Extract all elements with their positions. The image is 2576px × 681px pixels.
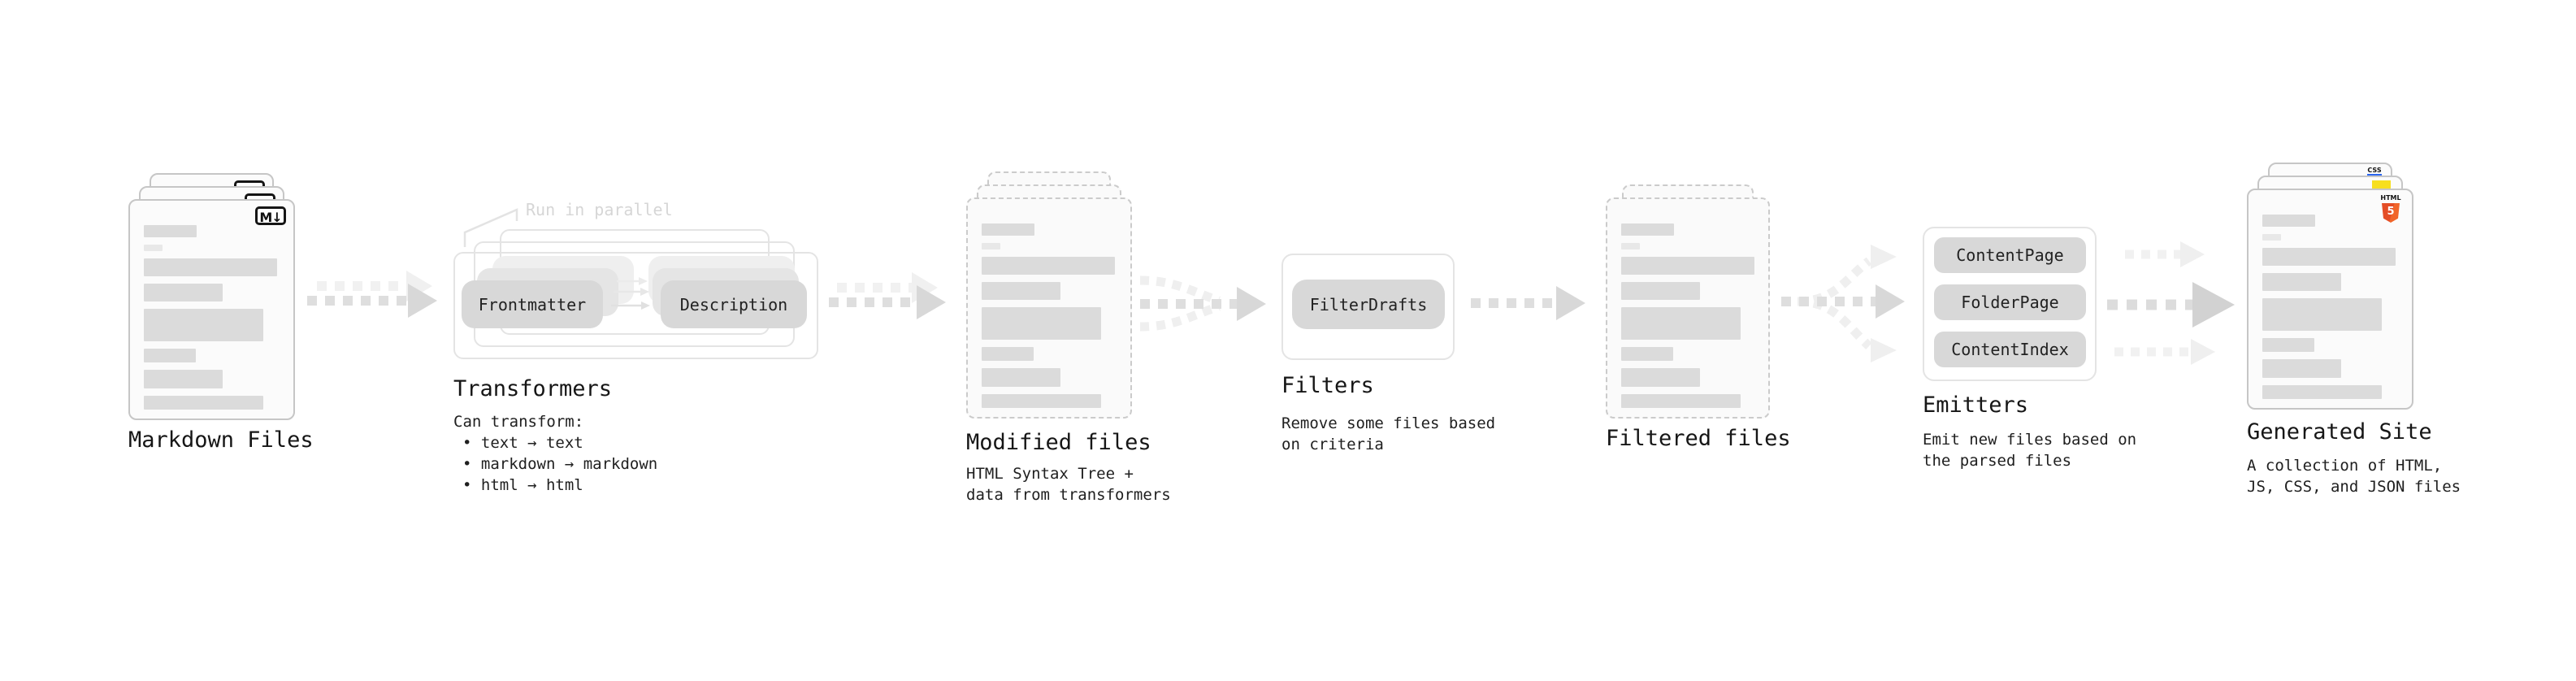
- html5-icon: HTML 5: [2380, 195, 2401, 223]
- html5-icon-label: HTML: [2380, 194, 2401, 202]
- arrow-filtered-to-emitters: [1781, 245, 1905, 362]
- doc-line: [144, 245, 163, 251]
- arrow-modified-to-filters: [1139, 275, 1266, 332]
- stage-title-filters: Filters: [1281, 373, 1374, 398]
- stage-title-filtered-files: Filtered files: [1606, 426, 1791, 451]
- doc-line: [1621, 223, 1674, 236]
- transformers-desc: Can transform:: [453, 413, 584, 431]
- stage-title-modified-files: Modified files: [966, 430, 1151, 455]
- doc-line: [1621, 368, 1700, 387]
- doc-line: [2262, 215, 2315, 227]
- stage-title-generated-site: Generated Site: [2247, 419, 2432, 445]
- doc-line: [144, 349, 196, 362]
- frontmatter-pill: Frontmatter: [462, 280, 603, 328]
- doc-line: [1621, 347, 1673, 361]
- emitters-desc: Emit new files based on the parsed files: [1923, 431, 2137, 470]
- markdown-icon: M↓: [255, 206, 286, 225]
- doc-line: [2262, 273, 2341, 291]
- doc-line: [982, 368, 1060, 387]
- modified-doc-front: [966, 197, 1132, 419]
- doc-skeleton: [1621, 223, 1754, 415]
- description-pill: Description: [661, 280, 807, 328]
- doc-line: [1621, 257, 1754, 275]
- transformers-bullet: • markdown → markdown: [462, 455, 658, 473]
- transformers-bullet: • html → html: [462, 476, 583, 494]
- doc-line: [144, 396, 263, 410]
- doc-line: [982, 282, 1060, 300]
- stage-title-transformers: Transformers: [453, 376, 613, 401]
- contentindex-pill: ContentIndex: [1934, 332, 2086, 367]
- stage-title-emitters: Emitters: [1923, 393, 2029, 418]
- css-icon: CSS: [2367, 167, 2382, 176]
- doc-line: [2262, 248, 2396, 266]
- doc-line: [982, 223, 1034, 236]
- doc-line: [144, 225, 197, 237]
- doc-line: [144, 258, 277, 276]
- transformers-bullet: • text → text: [462, 434, 583, 452]
- generated-site-desc: A collection of HTML, JS, CSS, and JSON …: [2247, 457, 2461, 496]
- doc-line: [982, 257, 1115, 275]
- filters-desc: Remove some files based on criteria: [1281, 414, 1496, 453]
- arrow-emitters-to-generated: [2107, 241, 2235, 365]
- filterdrafts-pill: FilterDrafts: [1292, 280, 1445, 329]
- doc-line: [982, 307, 1101, 340]
- doc-line: [2262, 234, 2281, 241]
- doc-line: [1621, 282, 1700, 300]
- doc-line: [2262, 298, 2382, 331]
- folderpage-pill: FolderPage: [1934, 284, 2086, 320]
- doc-line: [982, 347, 1034, 361]
- run-in-parallel-label: Run in parallel: [526, 200, 673, 219]
- doc-line: [2262, 338, 2314, 352]
- doc-line: [2262, 385, 2382, 399]
- doc-line: [144, 284, 223, 301]
- filtered-doc-front: [1606, 197, 1770, 419]
- doc-line: [1621, 243, 1640, 249]
- stage-title-markdown-files: Markdown Files: [128, 427, 314, 453]
- doc-line: [144, 309, 263, 341]
- css-icon-underline: [2367, 174, 2382, 176]
- transformer-box-front: [453, 252, 818, 359]
- doc-skeleton: [2262, 215, 2396, 406]
- html5-shield: 5: [2382, 203, 2400, 223]
- arrow-transformers-to-modified: [829, 272, 946, 319]
- doc-line: [1621, 394, 1741, 408]
- doc-line: [982, 394, 1101, 408]
- markdown-doc-front: M↓: [128, 199, 295, 420]
- modified-files-desc: HTML Syntax Tree + data from transformer…: [966, 465, 1171, 504]
- arrow-filters-to-filtered: [1471, 286, 1585, 320]
- doc-line: [2262, 359, 2341, 378]
- generated-doc-html: HTML 5: [2247, 189, 2413, 410]
- doc-line: [982, 243, 1000, 249]
- doc-skeleton: [144, 225, 277, 417]
- doc-skeleton: [982, 223, 1115, 415]
- js-icon: [2372, 180, 2391, 189]
- doc-line: [1621, 307, 1741, 340]
- doc-line: [144, 370, 223, 388]
- arrow-markdown-to-transformers: [307, 271, 437, 318]
- css-icon-label: CSS: [2367, 167, 2382, 174]
- contentpage-pill: ContentPage: [1934, 237, 2086, 273]
